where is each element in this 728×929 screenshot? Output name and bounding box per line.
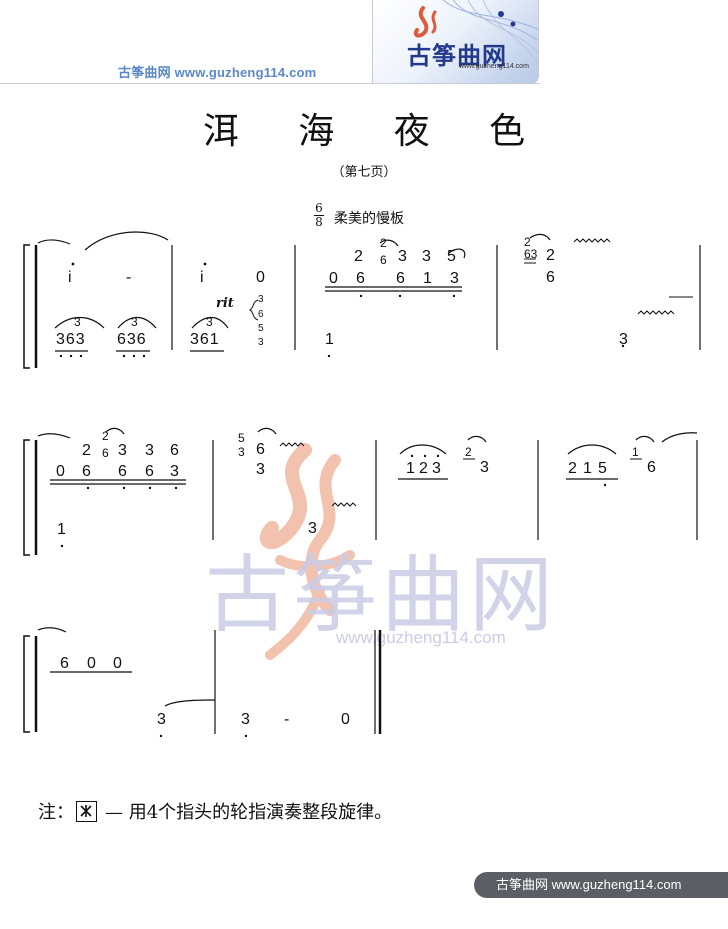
note: i [68, 269, 72, 286]
note: 3 [118, 442, 127, 459]
note: 3 [157, 711, 166, 728]
note: 1 [325, 331, 334, 348]
note: 0 [56, 463, 65, 480]
note: 6 [145, 463, 154, 480]
logo-url: www.guzheng114.com [459, 63, 529, 70]
note: 6 [647, 459, 656, 476]
arpeggio-note: 5 [258, 323, 264, 334]
triplet-mark: 3 [131, 315, 138, 329]
note: 3 [308, 520, 317, 537]
note: 3 [432, 460, 441, 477]
watermark-text: 古筝曲网 [205, 546, 558, 644]
note: 5 [598, 460, 607, 477]
grace-note: 2 [524, 235, 531, 249]
note: 3 [619, 331, 628, 348]
note: 3 [256, 461, 265, 478]
note: 2 [546, 247, 555, 264]
triplet-mark: 3 [206, 315, 213, 329]
note: 1 [423, 270, 432, 287]
note-group: 361 [190, 331, 220, 348]
logo-swirl-graphic [413, 0, 538, 66]
time-signature: 6 8 [312, 202, 326, 228]
note: 2 [82, 442, 91, 459]
note: 0 [341, 711, 350, 728]
note: 3 [422, 248, 431, 265]
footer-site-link[interactable]: 古筝曲网 www.guzheng114.com [474, 872, 728, 898]
site-logo[interactable]: 古筝曲网 www.guzheng114.com [372, 0, 539, 84]
note: 6 [118, 463, 127, 480]
note: 3 [398, 248, 407, 265]
note-text: — 用4个指头的轮指演奏整段旋律。 [105, 802, 393, 823]
note: 6 [170, 442, 179, 459]
note: 1 [406, 460, 415, 477]
note: 1 [57, 521, 66, 538]
tempo-text: 柔美的慢板 [334, 211, 404, 227]
note: 6 [396, 270, 405, 287]
watermark-url: www.guzheng114.com [336, 628, 506, 647]
note: 3 [145, 442, 154, 459]
note: 0 [87, 655, 96, 672]
grace-note: 5 [238, 431, 245, 445]
note: 3 [241, 711, 250, 728]
grace-note: 6 [102, 446, 109, 460]
note-group: 636 [117, 331, 147, 348]
grace-note: 3 [238, 445, 245, 459]
grace-note: 63 [524, 247, 538, 261]
note: 5 [447, 248, 456, 265]
header-bar: 古筝曲网 www.guzheng114.com 古筝曲网 www.guzheng… [0, 0, 728, 84]
note: 0 [113, 655, 122, 672]
meter-bar [314, 215, 324, 216]
grace-note: 2 [102, 429, 109, 443]
grace-note: 2 [465, 445, 472, 459]
watermark-logo [259, 443, 355, 660]
page-number-label: （第七页） [331, 165, 397, 180]
note: 2 [568, 460, 577, 477]
meter-bottom: 8 [315, 215, 323, 229]
header-divider [0, 83, 540, 84]
triplet-mark: 3 [74, 315, 81, 329]
site-link[interactable]: 古筝曲网 www.guzheng114.com [118, 65, 317, 80]
tremolo-symbol-icon [76, 800, 97, 822]
rit-marking: rit [216, 296, 234, 311]
performance-note: 注： — 用4个指头的轮指演奏整段旋律。 [38, 798, 392, 824]
grace-note: 6 [380, 253, 387, 267]
note: 3 [480, 459, 489, 476]
note: 6 [60, 655, 69, 672]
note: i [200, 269, 204, 286]
note: - [284, 711, 290, 728]
note: 6 [256, 441, 265, 458]
grace-note: 1 [632, 445, 639, 459]
note: 2 [419, 460, 428, 477]
page-title: 洱 海 夜 色 [202, 111, 550, 152]
note: 0 [329, 270, 338, 287]
note-prefix: 注： [38, 802, 74, 823]
arpeggio-note: 3 [258, 294, 264, 305]
note: 6 [356, 270, 365, 287]
note: 3 [170, 463, 179, 480]
grace-note: 2 [380, 236, 387, 250]
note: 2 [354, 248, 363, 265]
note: 6 [82, 463, 91, 480]
note: 3 [450, 270, 459, 287]
arpeggio-note: 3 [258, 337, 264, 348]
logo-text: 古筝曲网 [407, 42, 507, 70]
note: 1 [583, 460, 592, 477]
arpeggio-note: 6 [258, 309, 264, 320]
note-group: 363 [56, 331, 86, 348]
note: 6 [546, 269, 555, 286]
note: 0 [256, 269, 265, 286]
note: - [126, 269, 132, 286]
meter-top: 6 [315, 201, 323, 215]
